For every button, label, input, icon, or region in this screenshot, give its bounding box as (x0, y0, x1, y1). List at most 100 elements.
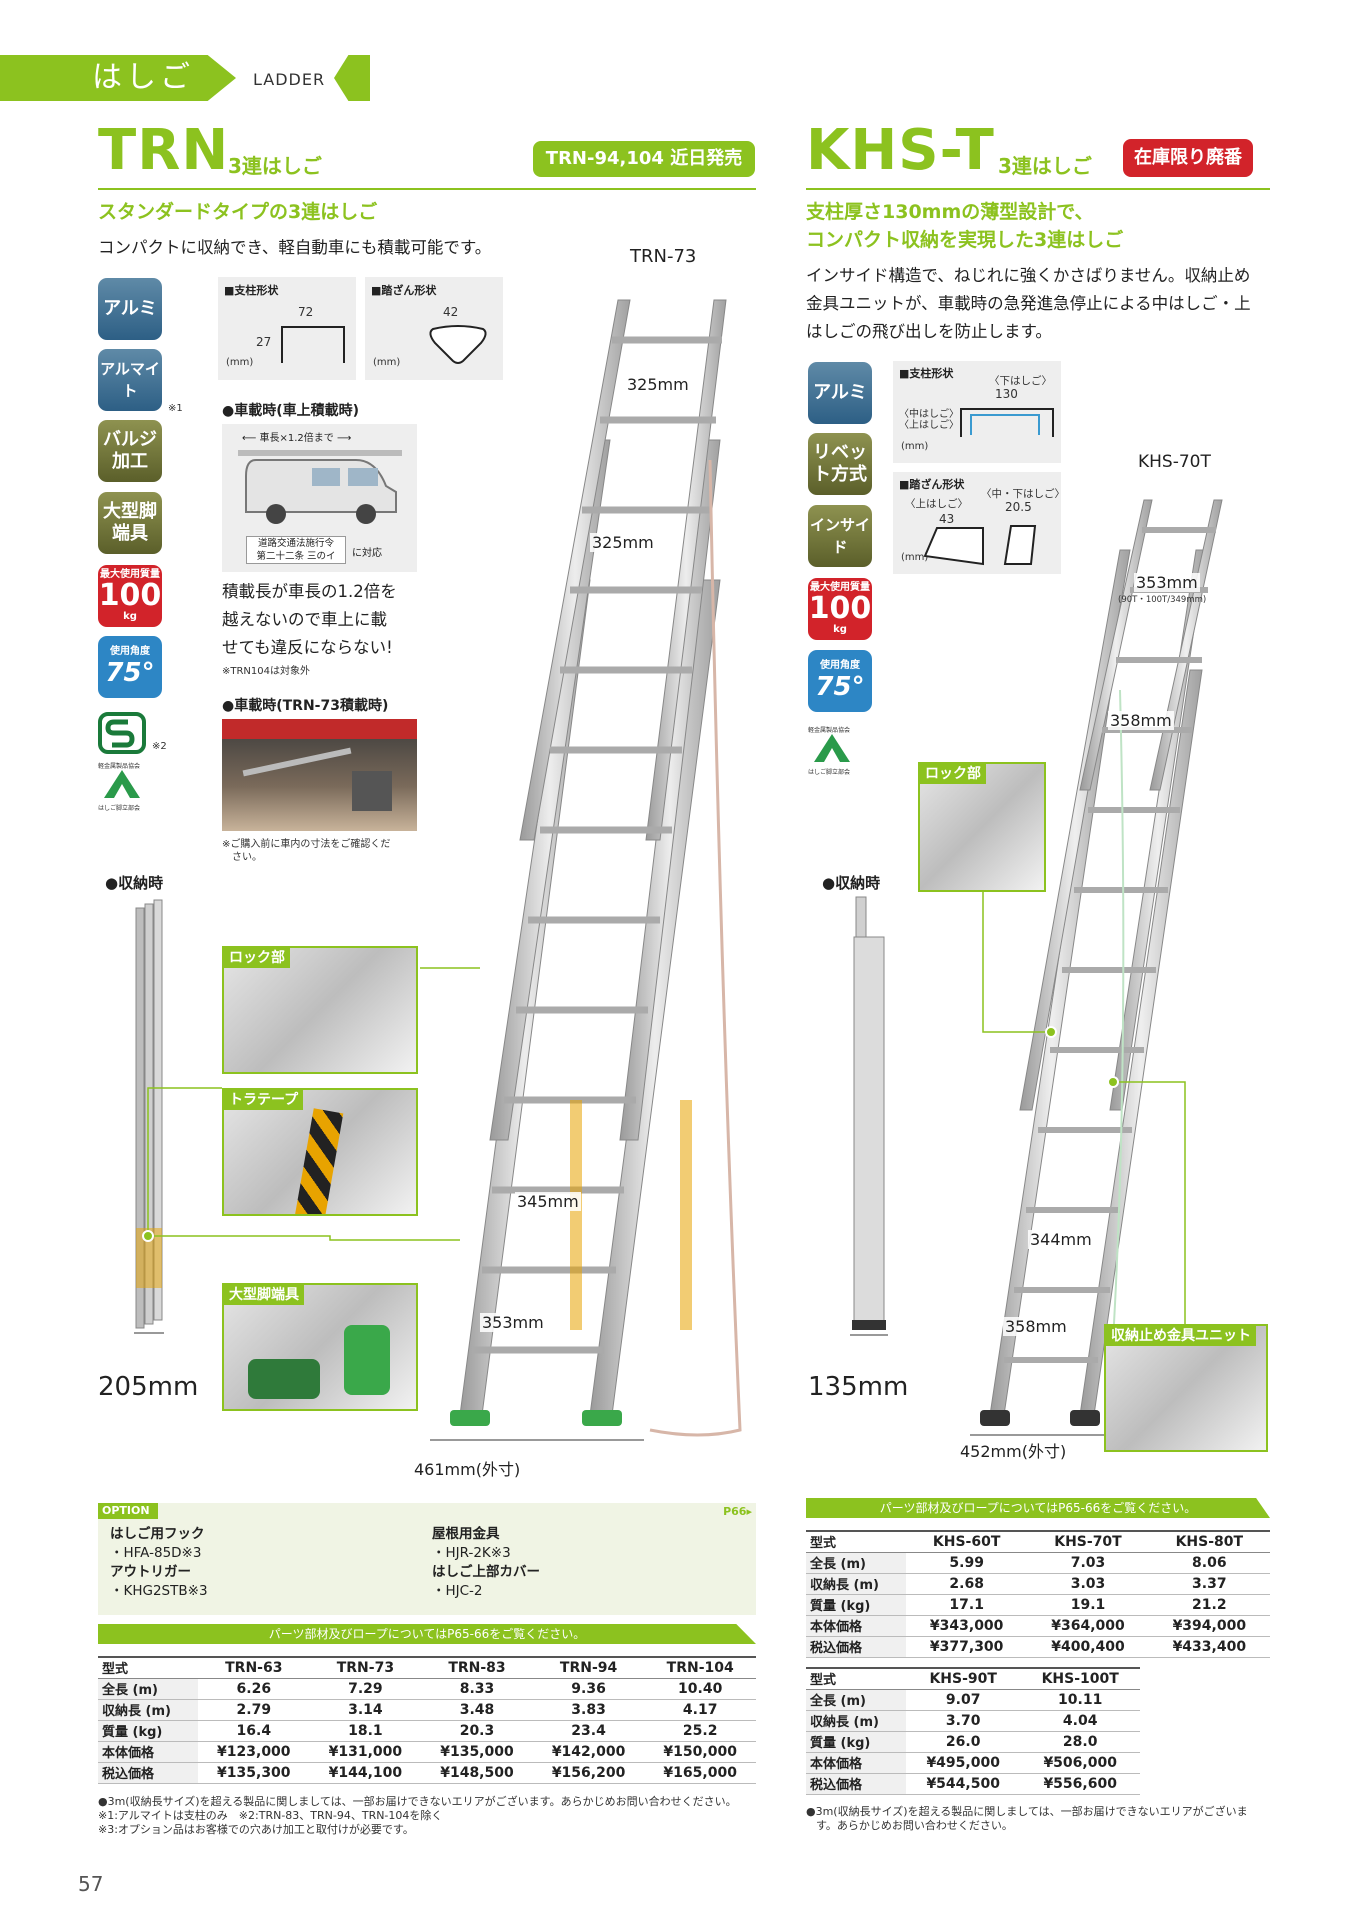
table-cell: 9.36 (532, 1678, 645, 1700)
post-shape-mid-upper: 〈中はしご〉 〈上はしご〉 (899, 409, 959, 431)
post-shape-height: 27 (256, 335, 272, 349)
khs-description: インサイド構造で、ねじれに強くかさばりません。収納止め 金具ユニットが、車載時の… (806, 262, 1251, 346)
association-logo-icon (814, 734, 850, 762)
car2-note: ※ご購入前に車内の寸法をご確認くだ さい。 (222, 838, 390, 864)
table-cell: 10.11 (1020, 1689, 1140, 1711)
post-shape-title: ■支柱形状 (224, 284, 279, 297)
table-header-cell: KHS-60T (906, 1530, 1028, 1553)
step-shape-diagram (429, 325, 487, 364)
table-cell: 26.0 (906, 1731, 1021, 1753)
khs-footnotes: ●3m(収納長サイズ)を超える製品に関しましては、一部お届けできないエリアがござ… (806, 1805, 1248, 1833)
foot-photo-part2 (344, 1325, 390, 1395)
table-cell: ¥343,000 (906, 1615, 1028, 1637)
table-header-cell: TRN-94 (532, 1656, 645, 1679)
table-header-cell: TRN-83 (421, 1656, 533, 1679)
table-row-header: 収納長 (m) (806, 1710, 906, 1732)
khs-heading-line2: コンパクト収納を実現した3連はしご (806, 229, 1124, 251)
trn-tiger-photo: トラテープ (222, 1088, 418, 1216)
khs-divider (806, 188, 1270, 190)
trn-dim-top2: 325mm (590, 533, 656, 552)
khs-model-label: KHS-70T (1138, 452, 1211, 472)
table-cell: 8.33 (421, 1678, 533, 1700)
post-shape-lower: 〈下はしご〉 (989, 375, 1052, 387)
table-header-cell: TRN-63 (198, 1656, 310, 1679)
table-row-header: 全長 (m) (806, 1552, 906, 1574)
s-mark-note: ※2 (152, 741, 167, 752)
table-header-cell: KHS-100T (1020, 1667, 1140, 1690)
footnote-line: ●3m(収納長サイズ)を超える製品に関しましては、一部お届けできないエリアがござ… (98, 1795, 737, 1808)
table-cell: 3.14 (309, 1699, 422, 1721)
table-header-cell: KHS-80T (1148, 1530, 1270, 1553)
car2-note-line2: さい。 (232, 852, 262, 863)
table-header-row: 型式 KHS-90T KHS-100T (806, 1667, 1140, 1690)
table-cell: ¥544,500 (906, 1773, 1021, 1795)
table-header-cell: TRN-73 (309, 1656, 422, 1679)
option-ref[interactable]: P66▸ (723, 1505, 752, 1518)
table-cell: ¥433,400 (1148, 1636, 1270, 1658)
table-row: 税込価格¥377,300¥400,400¥433,400 (806, 1636, 1270, 1658)
option-label: OPTION (98, 1503, 158, 1519)
table-cell: ¥150,000 (644, 1741, 756, 1763)
step-shape-upper-w: 43 (939, 512, 955, 526)
khs-desc-line1: インサイド構造で、ねじれに強くかさばりません。収納止め (806, 266, 1251, 285)
table-cell: 19.1 (1027, 1594, 1149, 1616)
table-cell: 8.06 (1148, 1552, 1270, 1574)
table-header-cell: KHS-70T (1027, 1530, 1149, 1553)
table-cell: ¥156,200 (532, 1762, 645, 1784)
khs-model-title: KHS-T (806, 118, 995, 183)
badge-max-load: 最大使用質量 100 kg (808, 578, 872, 640)
khs-post-shape-box: ■支柱形状 〈下はしご〉 130 〈中はしご〉 〈上はしご〉 (mm) (893, 361, 1061, 463)
table-cell: ¥556,600 (1020, 1773, 1140, 1795)
option-col2: 屋根用金具 ・HJR-2K※3 はしご上部カバー ・HJC-2 (432, 1525, 540, 1601)
table-cell: 21.2 (1148, 1594, 1270, 1616)
table-row: 本体価格¥343,000¥364,000¥394,000 (806, 1615, 1270, 1637)
car1-note: ※TRN104は対象外 (222, 666, 311, 677)
table-cell: ¥144,100 (309, 1762, 422, 1784)
footnote-line: ※3:オプション品はお客様での穴あけ加工と取付けが必要です。 (98, 1823, 414, 1836)
khs-storage-ladder (850, 896, 888, 1336)
max-load-label: 最大使用質量 (100, 569, 160, 580)
table-cell: 4.17 (644, 1699, 756, 1721)
trn-description: コンパクトに収納でき、軽自動車にも積載可能です。 (98, 238, 492, 257)
table-header-cell: 型式 (806, 1667, 906, 1690)
table-cell: ¥165,000 (644, 1762, 756, 1784)
table-cell: 25.2 (644, 1720, 756, 1742)
post-shape-diagram (281, 326, 345, 363)
khs-dim-top: 353mm (1134, 573, 1200, 592)
table-cell: ¥131,000 (309, 1741, 422, 1763)
table-cell: 28.0 (1020, 1731, 1140, 1753)
step-shape-title: ■踏ざん形状 (899, 478, 965, 491)
option-item-code: ・HFA-85D※3 (110, 1545, 202, 1561)
badge-rivet: リベット方式 (808, 433, 872, 495)
post-shape-upper: 〈上はしご〉 (899, 420, 959, 431)
footnote-line: ※1:アルマイトは支柱のみ ※2:TRN-83、TRN-94、TRN-104を除… (98, 1809, 443, 1822)
table-header-cell: 型式 (806, 1530, 906, 1553)
khs-storage-width: 135mm (808, 1372, 909, 1402)
post-shape-width: 130 (995, 387, 1018, 401)
law-line1: 道路交通法施行令 (257, 538, 334, 549)
khs-dim-mid: 358mm (1108, 711, 1174, 730)
badge-angle: 使用角度 75° (808, 650, 872, 712)
max-load-unit: kg (123, 611, 137, 622)
khs-lock-callout: ロック部 (920, 764, 986, 784)
khs-heading: 支柱厚さ130mmの薄型設計で、 コンパクト収納を実現した3連はしご (806, 198, 1123, 254)
table-cell: 16.4 (198, 1720, 310, 1742)
table-cell: 6.26 (198, 1678, 310, 1700)
car2-note-line1: ※ご購入前に車内の寸法をご確認くだ (222, 839, 391, 850)
table-header-row: 型式 KHS-60T KHS-70T KHS-80T (806, 1530, 1270, 1553)
footnote-line: す。あらかじめお問い合わせください。 (816, 1819, 1013, 1832)
step-shape-unit: (mm) (373, 357, 401, 368)
assoc-label-top: 軽金属製品協会 (98, 763, 141, 770)
table-cell: ¥142,000 (532, 1741, 645, 1763)
table-row-header: 全長 (m) (806, 1689, 906, 1711)
table-cell: 10.40 (644, 1678, 756, 1700)
badge-bulge: バルジ加工 (98, 420, 162, 482)
option-item-code: ・HJC-2 (432, 1583, 483, 1599)
table-row-header: 質量 (kg) (806, 1594, 906, 1616)
post-shape-unit: (mm) (226, 357, 254, 368)
table-cell: 20.3 (421, 1720, 533, 1742)
table-header-cell: 型式 (98, 1656, 198, 1679)
